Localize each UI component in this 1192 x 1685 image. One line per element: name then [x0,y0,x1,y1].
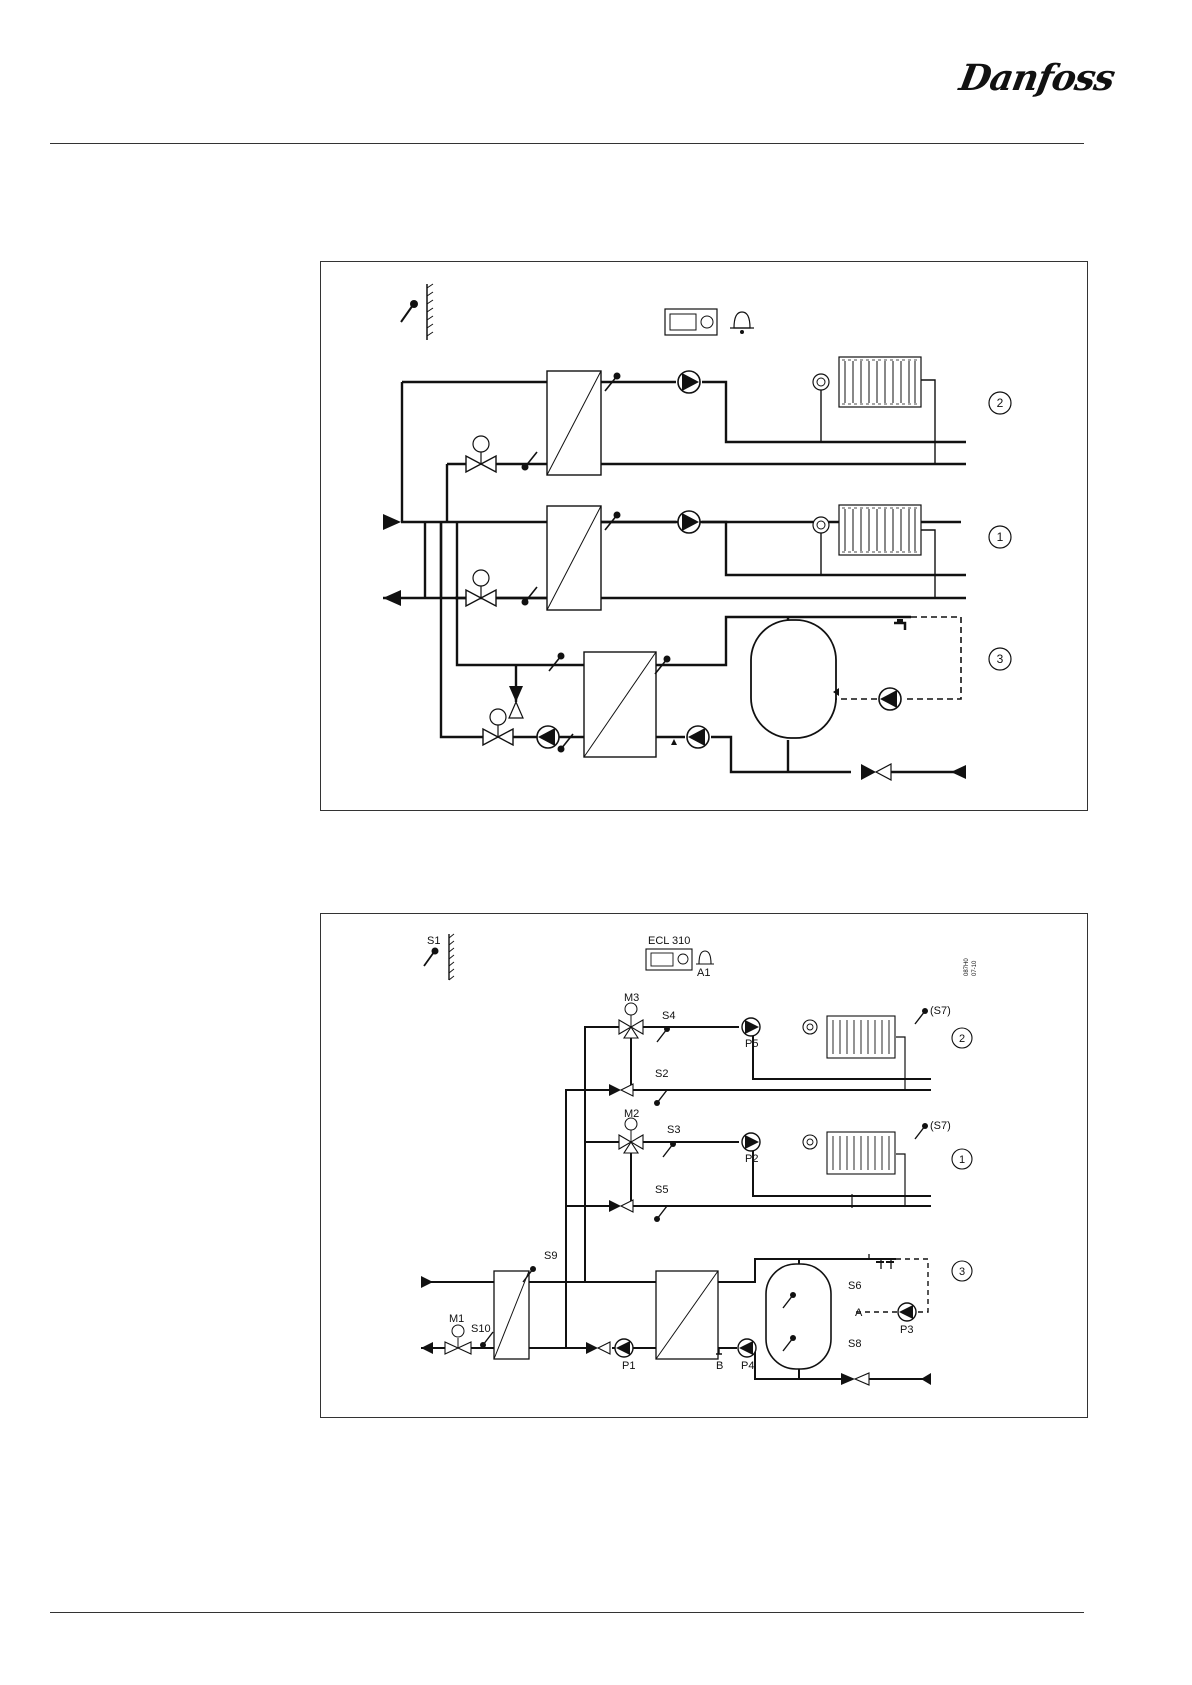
supply-inlet-arrow [383,514,401,530]
diagram-panel-1: 2 1 3 [320,261,1088,811]
heat-exchanger-dhw [656,1271,718,1359]
outdoor-sensor-icon [401,284,433,340]
heat-exchanger-2 [547,371,601,475]
danfoss-logo: Danfoss [960,52,1088,104]
circuit-number-3: 3 [997,652,1004,666]
heat-exchanger-1 [547,506,601,610]
label-m1: M1 [449,1313,464,1325]
label-s8: S8 [848,1338,861,1350]
controller-icon [665,309,717,335]
label-a1: A1 [697,967,710,979]
logo-text: Danfoss [955,52,1092,104]
label-p3: P3 [900,1324,913,1336]
label-p2: P2 [745,1153,758,1165]
heat-exchanger-3 [584,652,656,757]
label-s5: S5 [655,1184,668,1196]
label-p5: P5 [745,1038,758,1050]
circuit-number-3b: 3 [959,1266,965,1278]
control-valve-m1 [445,1325,471,1354]
label-a: A [855,1307,863,1319]
heating-system-diagram-2: S1 ECL 310 A1 087H0 07-10 [321,914,1087,1417]
mixing-valve-m2 [619,1118,643,1153]
label-b: B [716,1360,723,1372]
label-s3: S3 [667,1124,680,1136]
outdoor-sensor-s1: S1 [424,934,454,980]
return-outlet-arrow [383,590,401,606]
label-s10: S10 [471,1323,491,1335]
label-s7-b: (S7) [930,1120,951,1132]
heat-exchanger-main [494,1271,529,1359]
label-s9: S9 [544,1250,557,1262]
label-s7-a: (S7) [930,1005,951,1017]
circuit-number-1b: 1 [959,1154,965,1166]
label-s2: S2 [655,1068,668,1080]
alarm-a1: A1 [696,951,714,979]
doc-code-2: 07-10 [972,960,978,976]
controller-ecl310: ECL 310 [646,935,692,970]
dhw-tank [751,620,836,738]
label-s6: S6 [848,1280,861,1292]
circuit-number-2: 2 [997,396,1004,410]
label-m2: M2 [624,1108,639,1120]
label-m3: M3 [624,992,639,1004]
doc-code-1: 087H0 [964,958,970,976]
footer-rule [50,1612,1084,1613]
label-p4: P4 [741,1360,754,1372]
label-s4: S4 [662,1010,675,1022]
circuit-number-1: 1 [997,530,1004,544]
diagram-panel-2: S1 ECL 310 A1 087H0 07-10 [320,913,1088,1418]
header-rule [50,143,1084,144]
label-s1: S1 [427,935,440,947]
heating-system-diagram-1: 2 1 3 [321,262,1087,810]
label-controller: ECL 310 [648,935,690,947]
mixing-valve-m3 [619,1003,643,1038]
dhw-tank-2 [766,1264,831,1369]
label-p1: P1 [622,1360,635,1372]
circuit-number-2b: 2 [959,1033,965,1045]
pipework [383,382,966,772]
alarm-bell-icon [730,312,754,334]
